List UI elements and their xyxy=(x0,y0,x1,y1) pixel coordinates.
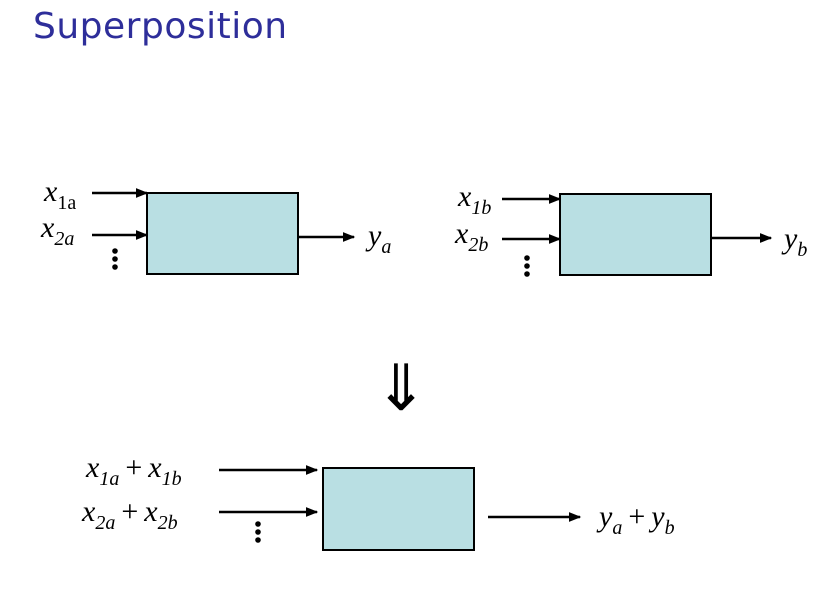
combined-input-2-label: x2a+x2b xyxy=(81,495,178,534)
system-a-input-1-label: x1a xyxy=(43,175,76,214)
system-a-box xyxy=(146,192,299,275)
system-b-more-inputs-ellipsis xyxy=(524,255,530,277)
system-a-input-2-label: x2a xyxy=(40,211,74,250)
system-a-more-inputs-ellipsis xyxy=(112,248,118,270)
system-a-output-label: ya xyxy=(365,219,391,258)
combined-system: x1a+x1b x2a+x2b ya+yb xyxy=(81,451,675,551)
combined-more-inputs-ellipsis xyxy=(255,521,261,543)
system-b-box xyxy=(559,193,712,276)
system-a: x1a x2a ya xyxy=(40,175,391,275)
combined-system-box xyxy=(322,467,475,551)
system-b: x1b x2b yb xyxy=(454,180,807,277)
slide-title: Superposition xyxy=(33,6,288,47)
combined-input-1-label: x1a+x1b xyxy=(85,451,182,490)
combined-output-label: ya+yb xyxy=(596,500,675,539)
system-b-input-1-label: x1b xyxy=(457,180,491,219)
implies-down-arrow: ⇓ xyxy=(374,352,428,426)
system-b-input-2-label: x2b xyxy=(454,217,488,256)
system-b-output-label: yb xyxy=(781,222,807,261)
